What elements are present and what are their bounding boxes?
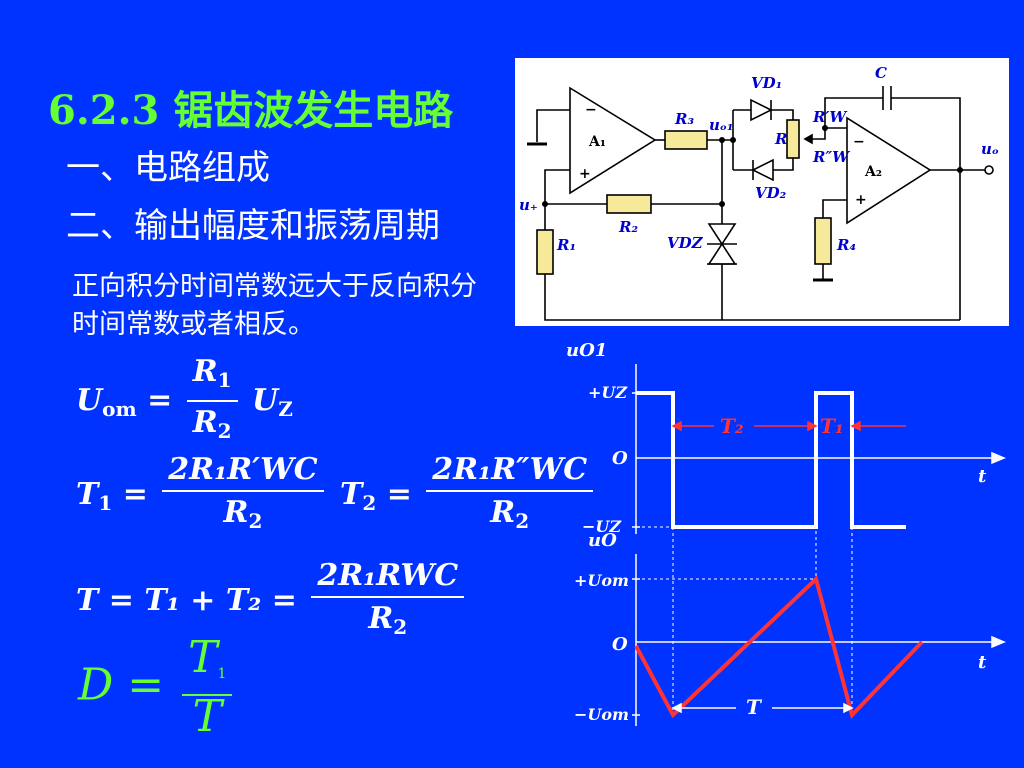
a2-label: A₂ xyxy=(864,164,882,180)
slide-title: 6.2.3 锯齿波发生电路 xyxy=(48,87,454,134)
bottom-time-label: t xyxy=(978,652,987,673)
waveform-plots: uO1 +UZ −UZ O t uO +Uom −Uom O t T T₂ T₁ xyxy=(566,340,1006,726)
capacitor-c-label: C xyxy=(875,64,887,82)
uo-label: uₒ xyxy=(981,140,999,158)
top-origin-label: O xyxy=(612,448,628,469)
opamp-a1 xyxy=(569,86,657,195)
a1-plus-label: + xyxy=(579,166,591,182)
opamp-a2 xyxy=(846,116,932,225)
circuit-diagram: − A₁ + − A₂ + C VD₁ VD₂ R₃ uₒ₁ R R′W R″W… xyxy=(515,58,1009,326)
vd1-label: VD₁ xyxy=(751,74,782,92)
uo1-axis-label: uO1 xyxy=(566,340,607,361)
resistor-r1 xyxy=(536,229,554,275)
uo-axis-label: uO xyxy=(588,530,617,551)
minus-uz-label: −UZ xyxy=(582,517,622,536)
potentiometer-rw xyxy=(786,119,800,159)
diode-vd2 xyxy=(751,158,774,182)
diode-vd1 xyxy=(750,98,773,122)
r3-label: R₃ xyxy=(674,110,694,128)
rw-label: R xyxy=(774,130,787,148)
a1-minus-label: − xyxy=(585,102,597,118)
t1-interval-label: T₁ xyxy=(820,414,844,438)
a1-label: A₁ xyxy=(588,134,606,150)
u-plus-label: u₊ xyxy=(519,196,538,214)
top-time-label: t xyxy=(978,466,987,487)
bottom-origin-label: O xyxy=(612,634,628,655)
resistor-r4 xyxy=(814,217,832,265)
a2-minus-label: − xyxy=(853,134,865,150)
integration-note: 正向积分时间常数远大于反向积分时间常数或者相反。 xyxy=(72,271,477,340)
resistor-r2 xyxy=(606,194,652,214)
plus-uom-label: +Uom xyxy=(574,571,629,590)
section-circuit-composition: 一、电路组成 xyxy=(66,148,270,188)
vdz-label: VDZ xyxy=(667,234,704,252)
a2-plus-label: + xyxy=(855,192,867,208)
minus-uom-label: −Uom xyxy=(574,705,629,724)
r1-label: R₁ xyxy=(556,236,576,254)
sawtooth-wave xyxy=(634,575,924,719)
plus-uz-label: +UZ xyxy=(588,383,628,402)
period-t-label: T xyxy=(746,695,763,719)
vd2-label: VD₂ xyxy=(755,184,787,202)
zener-vdz xyxy=(707,223,737,246)
uo1-label: uₒ₁ xyxy=(709,116,734,134)
section-amplitude-period: 二、输出幅度和振荡周期 xyxy=(66,206,440,246)
square-wave xyxy=(636,391,906,529)
r4-label: R₄ xyxy=(836,236,856,254)
resistor-r3 xyxy=(664,130,708,150)
rw-double-prime-label: R″W xyxy=(812,148,851,166)
r2-label: R₂ xyxy=(618,218,638,236)
rw-prime-label: R′W xyxy=(812,108,848,126)
t2-interval-label: T₂ xyxy=(720,414,744,438)
